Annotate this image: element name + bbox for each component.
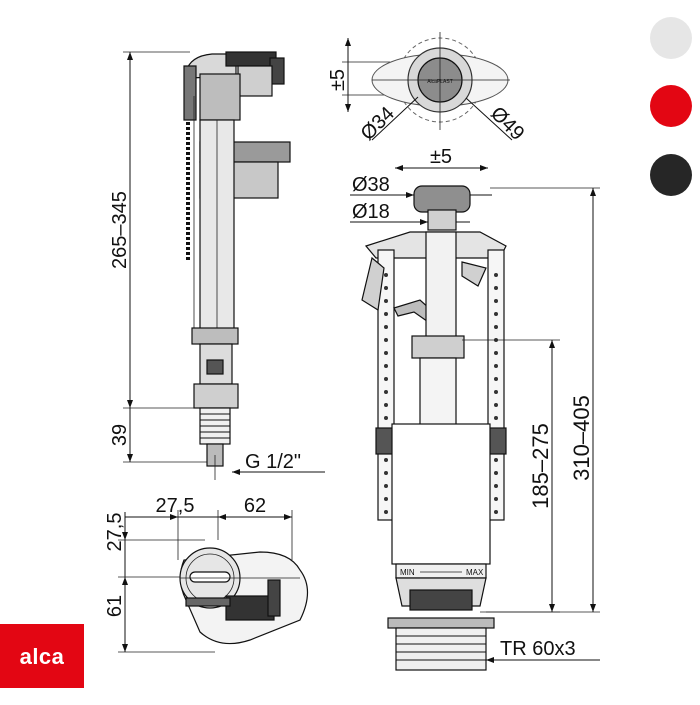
flush-rod-diameter: Ø18 xyxy=(352,201,390,223)
flush-float-height-label: 185–275 xyxy=(528,423,553,509)
fill-valve-side-view: 265–345 39 xyxy=(109,51,325,480)
flush-thread-label: TR 60x3 xyxy=(500,638,576,660)
fill-valve-top-width: 62 xyxy=(244,495,266,517)
fill-valve-top-offset-v: 27,5 xyxy=(104,513,126,552)
alca-logo-text: alca xyxy=(19,644,65,669)
swatch-red[interactable] xyxy=(650,85,692,127)
fill-valve-top-offset-h: 27,5 xyxy=(156,495,195,517)
swatch-black[interactable] xyxy=(650,154,692,196)
flush-scale-min: MIN xyxy=(400,568,415,577)
fill-valve-connection-label: G 1/2" xyxy=(245,451,301,473)
fill-valve-height-label: 265–345 xyxy=(109,191,131,269)
fill-valve-thread-height-label: 39 xyxy=(109,424,131,446)
flush-top-adjust-label: ±5 xyxy=(327,69,349,91)
flush-scale-max: MAX xyxy=(466,568,484,577)
flush-valve-side-view: ±5 Ø38 Ø18 xyxy=(350,146,600,671)
swatch-white[interactable] xyxy=(650,17,692,59)
flush-total-height-label: 310–405 xyxy=(569,395,594,481)
flush-button-diameter: Ø38 xyxy=(352,174,390,196)
flush-top-brand-mark: AlcaPLAST xyxy=(427,79,453,85)
flush-top-outer-diameter: Ø49 xyxy=(486,103,528,145)
flush-adjust-label: ±5 xyxy=(430,146,452,168)
fill-valve-top-view: 27,5 62 27,5 61 xyxy=(104,495,309,653)
alca-logo: alca xyxy=(0,624,84,688)
flush-top-inner-diameter: Ø34 xyxy=(357,103,399,145)
flush-valve-top-view: ±5 AlcaPLAST Ø34 Ø49 xyxy=(327,32,528,145)
fill-valve-top-height: 61 xyxy=(104,595,126,617)
